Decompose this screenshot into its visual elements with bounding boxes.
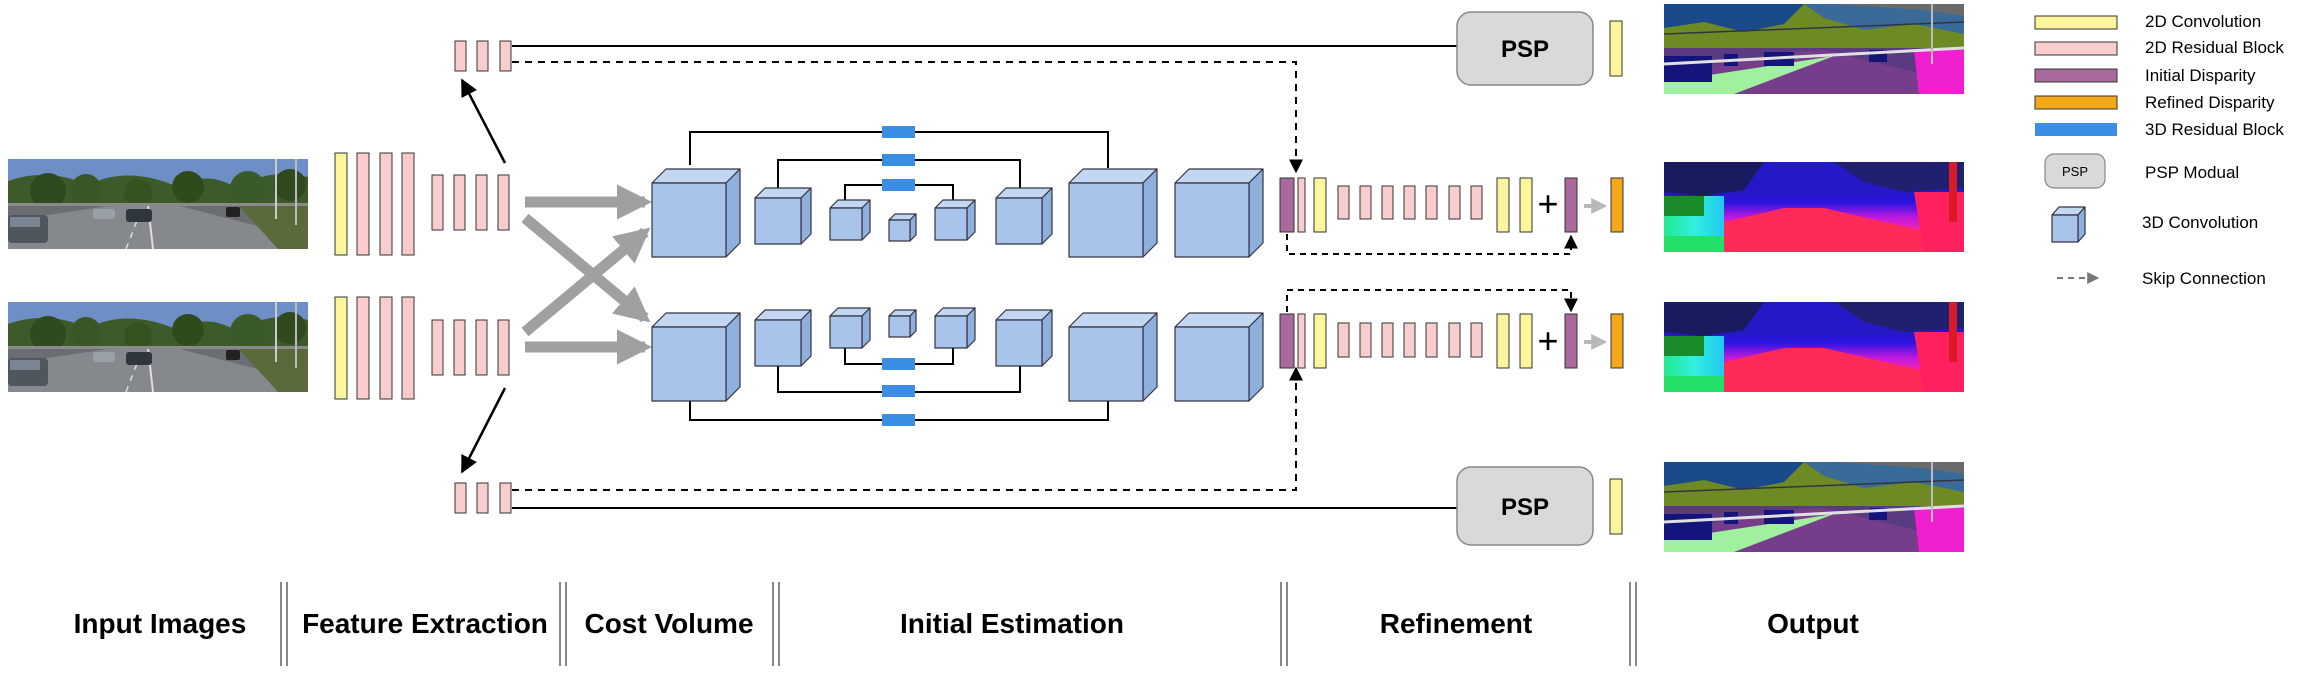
input-image-right [7,301,309,393]
output-disparity-bottom [1664,302,1964,392]
psp-module-top: PSP [1456,11,1594,86]
psp-label-top: PSP [1501,36,1549,63]
conv3d-cube [888,309,917,338]
conv3d-cube [754,187,812,245]
refine-skip-top [1286,234,1578,255]
conv3d-cube [888,213,917,242]
conv3d-cube [829,199,871,241]
conv3d-cube [1068,312,1158,402]
psp-module-bottom: PSP [1456,466,1594,546]
output-disparity-top [1664,162,1964,252]
section-dividers [280,582,1637,666]
output-segmentation-bottom [1662,460,1966,554]
legend-label-conv3d: 3D Convolution [2142,213,2258,232]
branch-arrow-bottom [460,387,507,474]
conv3d-cube [1174,312,1264,402]
section-labels: Input Images Feature Extraction Cost Vol… [74,608,1859,639]
section-output: Output [1767,608,1859,639]
psp-feature-bottom [454,482,512,514]
res3d-blocks [882,126,915,426]
legend-label-res3d: 3D Residual Block [2145,120,2284,139]
conv3d-cube [754,309,812,367]
legend-label-psp: PSP Modual [2145,163,2239,182]
refine-skip-bottom [1286,289,1578,313]
section-cost-volume: Cost Volume [584,608,753,639]
legend-swatch-conv3d [2051,206,2086,243]
legend-label-skip: Skip Connection [2142,269,2266,288]
conv3d-cube [995,187,1053,245]
legend-label-res2d: 2D Residual Block [2145,38,2284,57]
psp-feature-top [454,40,512,72]
conv3d-cube [651,168,741,258]
legend-psp-small: PSP [2062,164,2088,179]
section-initial-estimation: Initial Estimation [900,608,1124,639]
conv3d-cube [651,312,741,402]
legend-label-conv2d: 2D Convolution [2145,12,2261,31]
legend-swatch-conv2d [2034,15,2118,30]
section-feature-extraction: Feature Extraction [302,608,548,639]
section-refinement: Refinement [1380,608,1532,639]
skip-connection-top [512,61,1303,174]
legend-swatch-res2d [2034,41,2118,56]
hourglass-connections [689,131,1109,421]
output-segmentation-top [1662,2,1966,96]
refinement-top [1279,177,1624,233]
legend-label-init-disp: Initial Disparity [2145,66,2256,85]
plus-sign-top: + [1537,183,1558,224]
conv3d-cube [829,307,871,349]
legend-label-refined-disp: Refined Disparity [2145,93,2275,112]
refinement-bottom [1279,313,1624,369]
conv3d-cube [1174,168,1264,258]
feature-extractor-bottom [334,296,510,400]
conv3d-cube [934,307,976,349]
conv3d-cube [995,309,1053,367]
conv3d-cube [934,199,976,241]
conv3d-cube [1068,168,1158,258]
branch-arrow-top [460,78,507,164]
feature-extractor-top [334,152,510,256]
plus-sign-bottom: + [1537,320,1558,361]
input-image-left [7,158,309,250]
legend-swatch-refined-disp [2034,95,2118,110]
legend-swatch-init-disp [2034,68,2118,83]
legend: 2D Convolution 2D Residual Block Initial… [2034,12,2284,288]
psp-conv-bottom [1609,478,1623,535]
conv3d-cubes [651,168,1264,402]
legend-swatch-psp [2044,153,2106,189]
psp-label-bottom: PSP [1501,494,1549,521]
section-input-images: Input Images [74,608,247,639]
skip-connection-bottom [512,366,1303,491]
cost-volume-arrows [521,184,653,365]
psp-conv-top [1609,20,1623,77]
legend-swatch-res3d [2035,123,2117,136]
